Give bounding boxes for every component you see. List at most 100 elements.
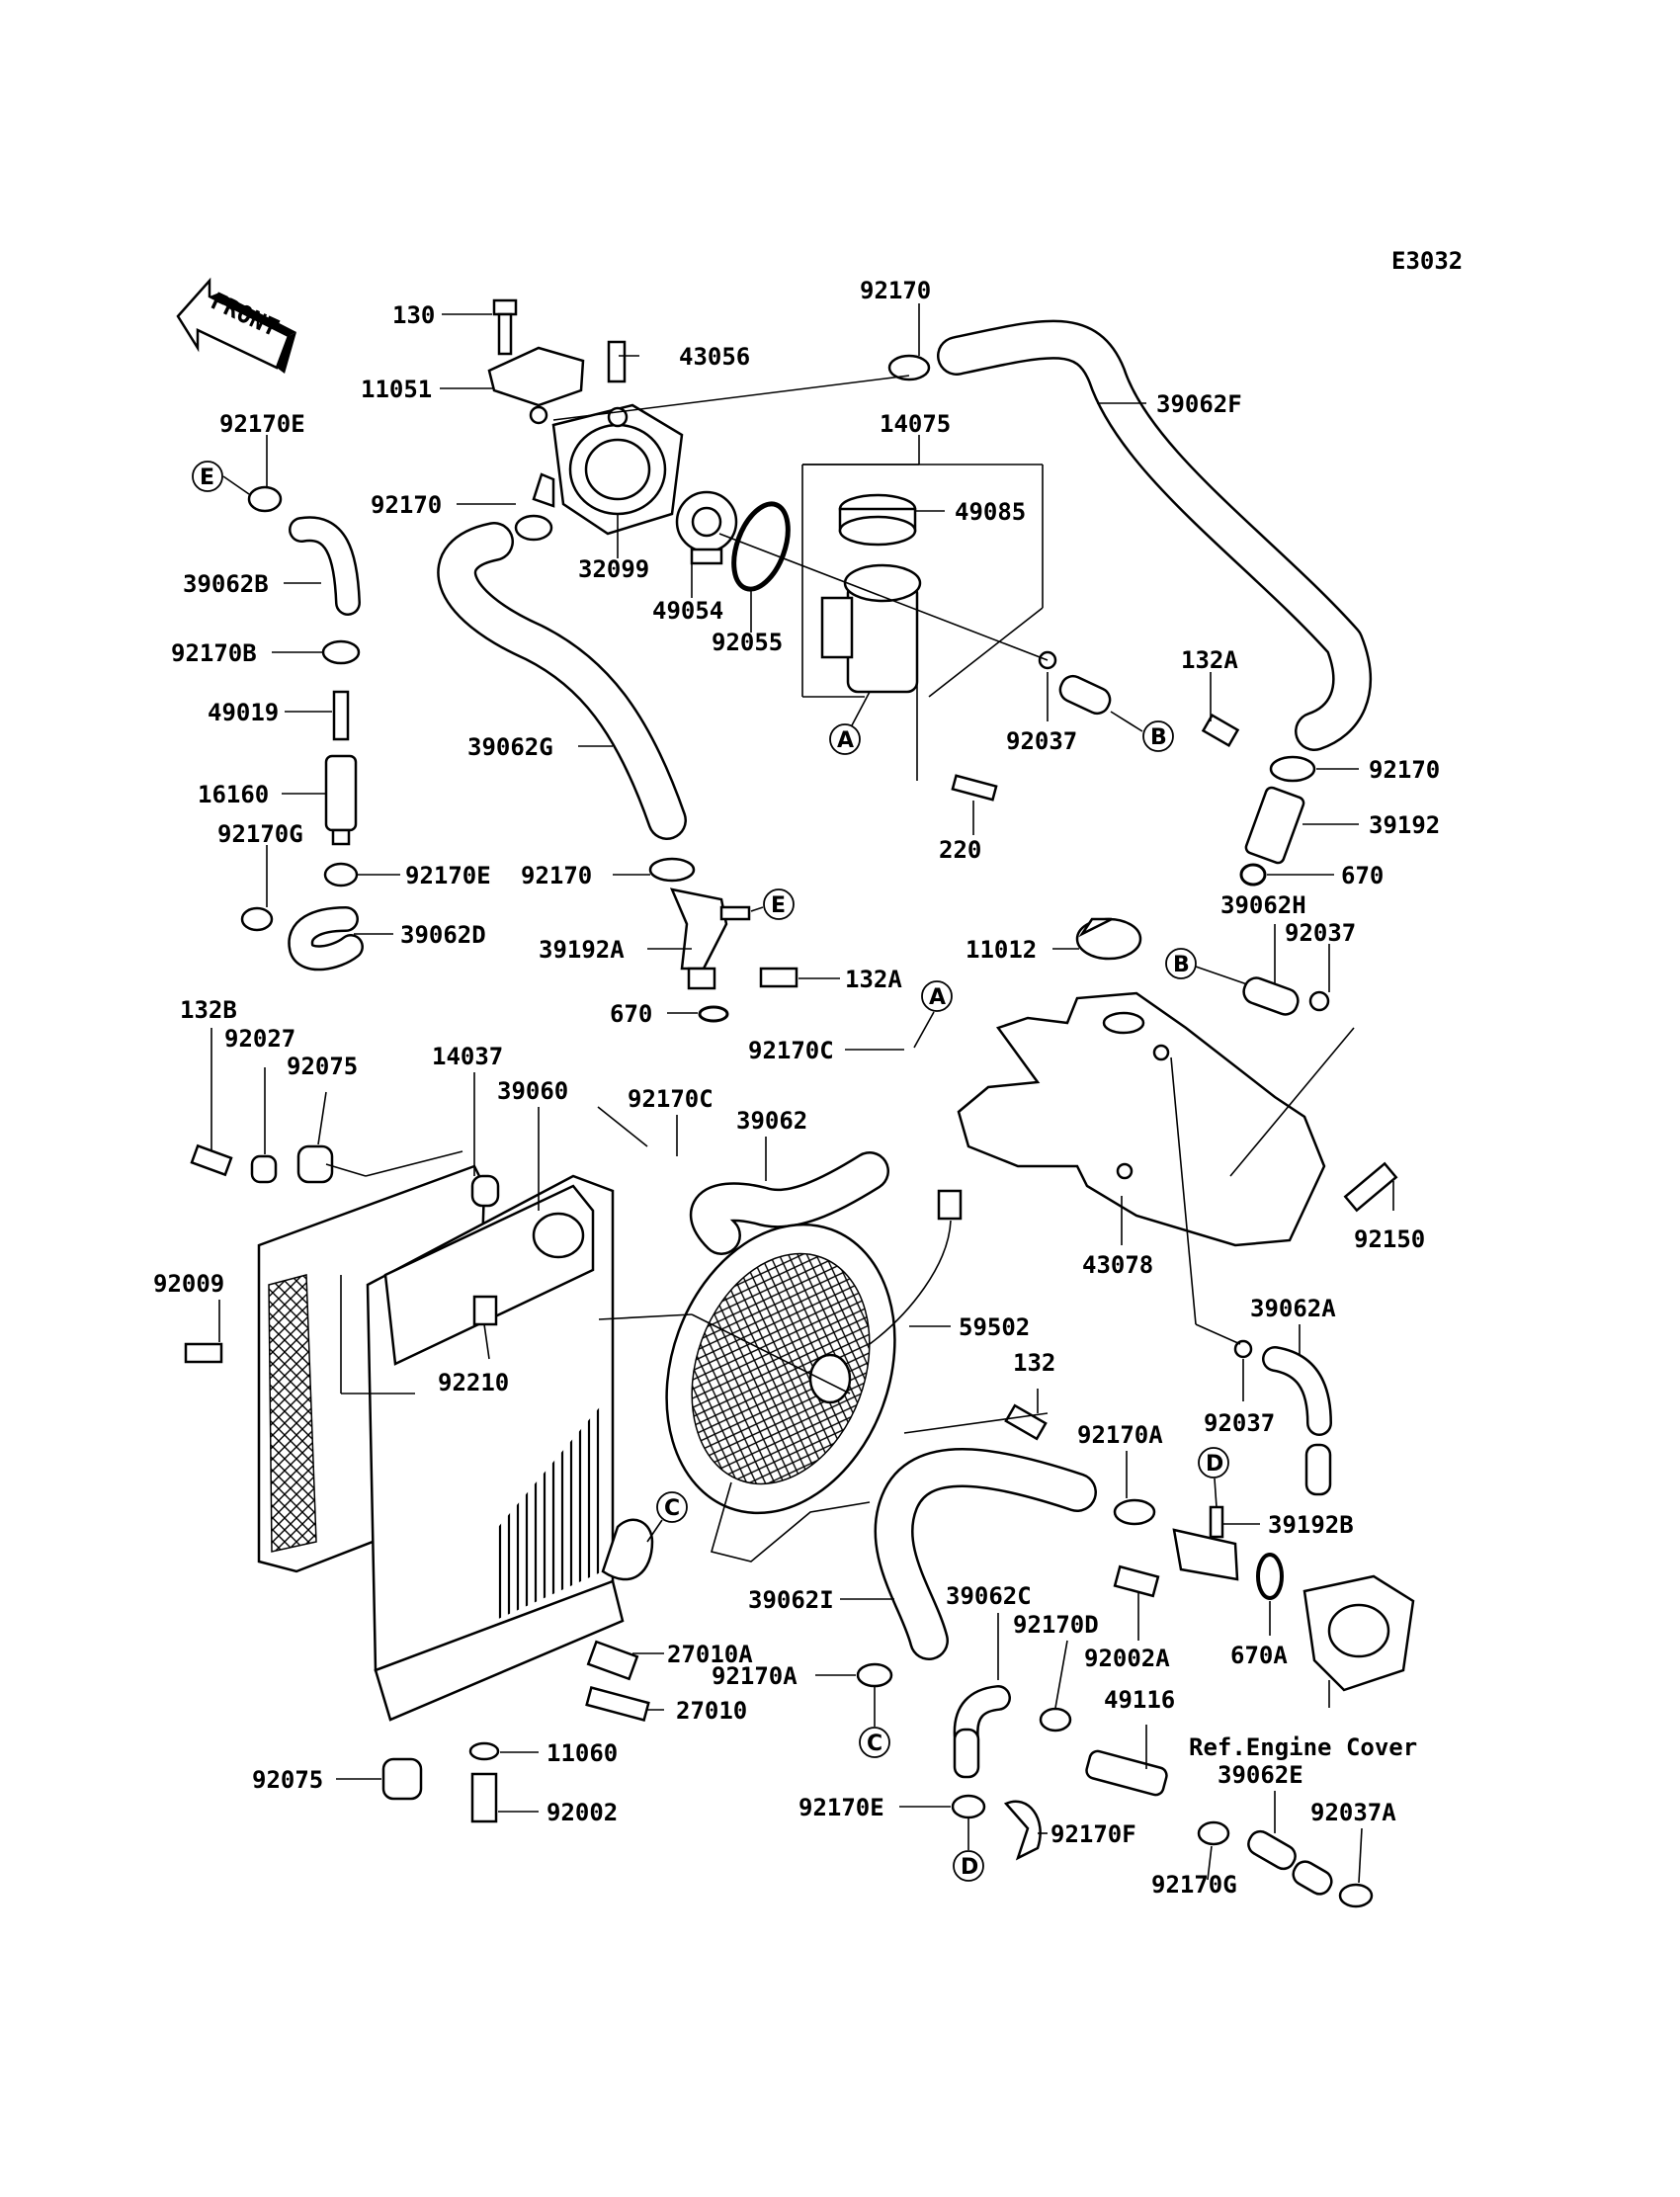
clip-92037A [1338,1883,1374,1908]
bolt-132 [1004,1403,1048,1441]
label-14037: 14037 [432,1043,503,1070]
label-27010: 27010 [676,1697,747,1725]
svg-text:B: B [1173,953,1190,977]
svg-text:E: E [200,465,214,490]
bracket-11051 [487,346,585,425]
label-92037-top: 92037 [1006,727,1077,755]
clamp-92170D [1039,1707,1072,1732]
radiator-39060 [366,1174,625,1722]
hose-39062G [437,522,687,840]
figure-code: E3032 [1391,247,1463,275]
label-92037-mid: 92037 [1285,919,1356,947]
label-49116: 49116 [1104,1686,1175,1714]
label-132: 132 [1013,1349,1055,1377]
label-43078: 43078 [1082,1251,1153,1279]
callout-D-low: D [953,1818,984,1882]
label-132A-top: 132A [1181,646,1238,674]
bolt-92002 [470,1772,498,1823]
hose-39062E [1247,1829,1333,1896]
label-59502: 59502 [959,1313,1030,1341]
callout-C-mid: C [646,1491,688,1543]
label-92170-left: 92170 [371,491,442,519]
label-39192A: 39192A [539,936,625,964]
label-92170A-right: 92170A [1077,1421,1163,1449]
label-39192: 39192 [1369,811,1440,839]
label-92170E-mid: 92170E [405,862,491,889]
label-92009: 92009 [153,1270,224,1298]
label-49085: 49085 [955,498,1026,526]
label-132A-mid: 132A [845,966,902,993]
washer-11060 [468,1741,500,1761]
svg-text:C: C [867,1732,882,1756]
fitting-39192 [1244,786,1305,865]
svg-text:A: A [837,728,854,753]
label-92027: 92027 [224,1025,295,1053]
label-92170-mid: 92170 [521,862,592,889]
fan-switch-27010A [586,1640,639,1681]
cushion-92027 [250,1154,278,1184]
fan-59502 [665,1189,963,1563]
part-labels: 130 43056 11051 92170 39062F 14075 49085… [153,277,1440,1899]
clamp-92170-right [1269,755,1316,783]
bolt-130 [492,298,518,356]
label-11060: 11060 [546,1739,618,1767]
hose-39062A [1262,1346,1332,1496]
bolt-132A-mid [759,967,798,988]
hose-39062I [874,1448,1097,1660]
hose-39062H [1242,976,1300,1016]
label-92075-low: 92075 [252,1766,323,1794]
label-39192B: 39192B [1268,1511,1354,1539]
label-92170-top: 92170 [860,277,931,304]
label-32099: 32099 [578,555,649,583]
clamp-92170-mid [648,857,696,883]
label-39062C: 39062C [946,1582,1032,1610]
label-92002A: 92002A [1084,1645,1170,1672]
radiator-elbow [601,1518,654,1581]
label-92075-top: 92075 [287,1053,358,1080]
svg-text:D: D [961,1855,978,1880]
bolt-92009 [184,1342,223,1364]
label-49054: 49054 [652,597,723,625]
bolt-49019 [332,690,350,741]
reference-note: Ref.Engine Cover [1189,1733,1417,1761]
label-92170E-low: 92170E [798,1794,884,1821]
label-92170C-left: 92170C [628,1085,714,1113]
reserve-tank-43078 [957,991,1326,1247]
label-92170E-top: 92170E [219,410,305,438]
front-arrow-icon: FRONT [176,277,296,374]
label-39062I: 39062I [748,1586,834,1614]
label-39062H: 39062H [1220,891,1306,919]
label-16160: 16160 [198,781,269,808]
callout-B-top: B [1110,711,1174,752]
label-130: 130 [392,301,435,329]
label-92055: 92055 [712,629,783,656]
label-39060: 39060 [497,1077,568,1105]
label-11051: 11051 [361,376,432,403]
o-ring-92055 [731,501,791,592]
bolt-132B [190,1143,233,1177]
clamp-92170-left [514,514,553,542]
callout-C-low: C [859,1687,890,1758]
label-92170A-low: 92170A [712,1662,798,1690]
fitting-39192A [669,887,751,990]
label-670-right: 670 [1341,862,1384,889]
clip-92210 [472,1295,498,1326]
clamp-92170E-low [951,1794,986,1819]
o-ring-670-mid [698,1005,729,1023]
label-39062A: 39062A [1250,1295,1336,1322]
label-39062D: 39062D [400,921,486,949]
label-39062E: 39062E [1218,1761,1303,1789]
clip-92037-mid [1308,990,1330,1012]
hose-39062-small-b [1058,674,1112,716]
thermostat-housing-32099 [532,403,684,536]
hose-39062F [937,319,1372,751]
label-220: 220 [939,836,981,864]
hose-39062B [289,516,361,616]
label-27010A: 27010A [667,1641,753,1668]
o-ring-670A [1256,1553,1284,1600]
screw-220 [951,774,998,802]
label-92170F: 92170F [1050,1820,1136,1848]
clamp-92170A-right [1113,1498,1156,1526]
label-132B: 132B [180,996,237,1024]
label-39062B: 39062B [183,570,269,598]
